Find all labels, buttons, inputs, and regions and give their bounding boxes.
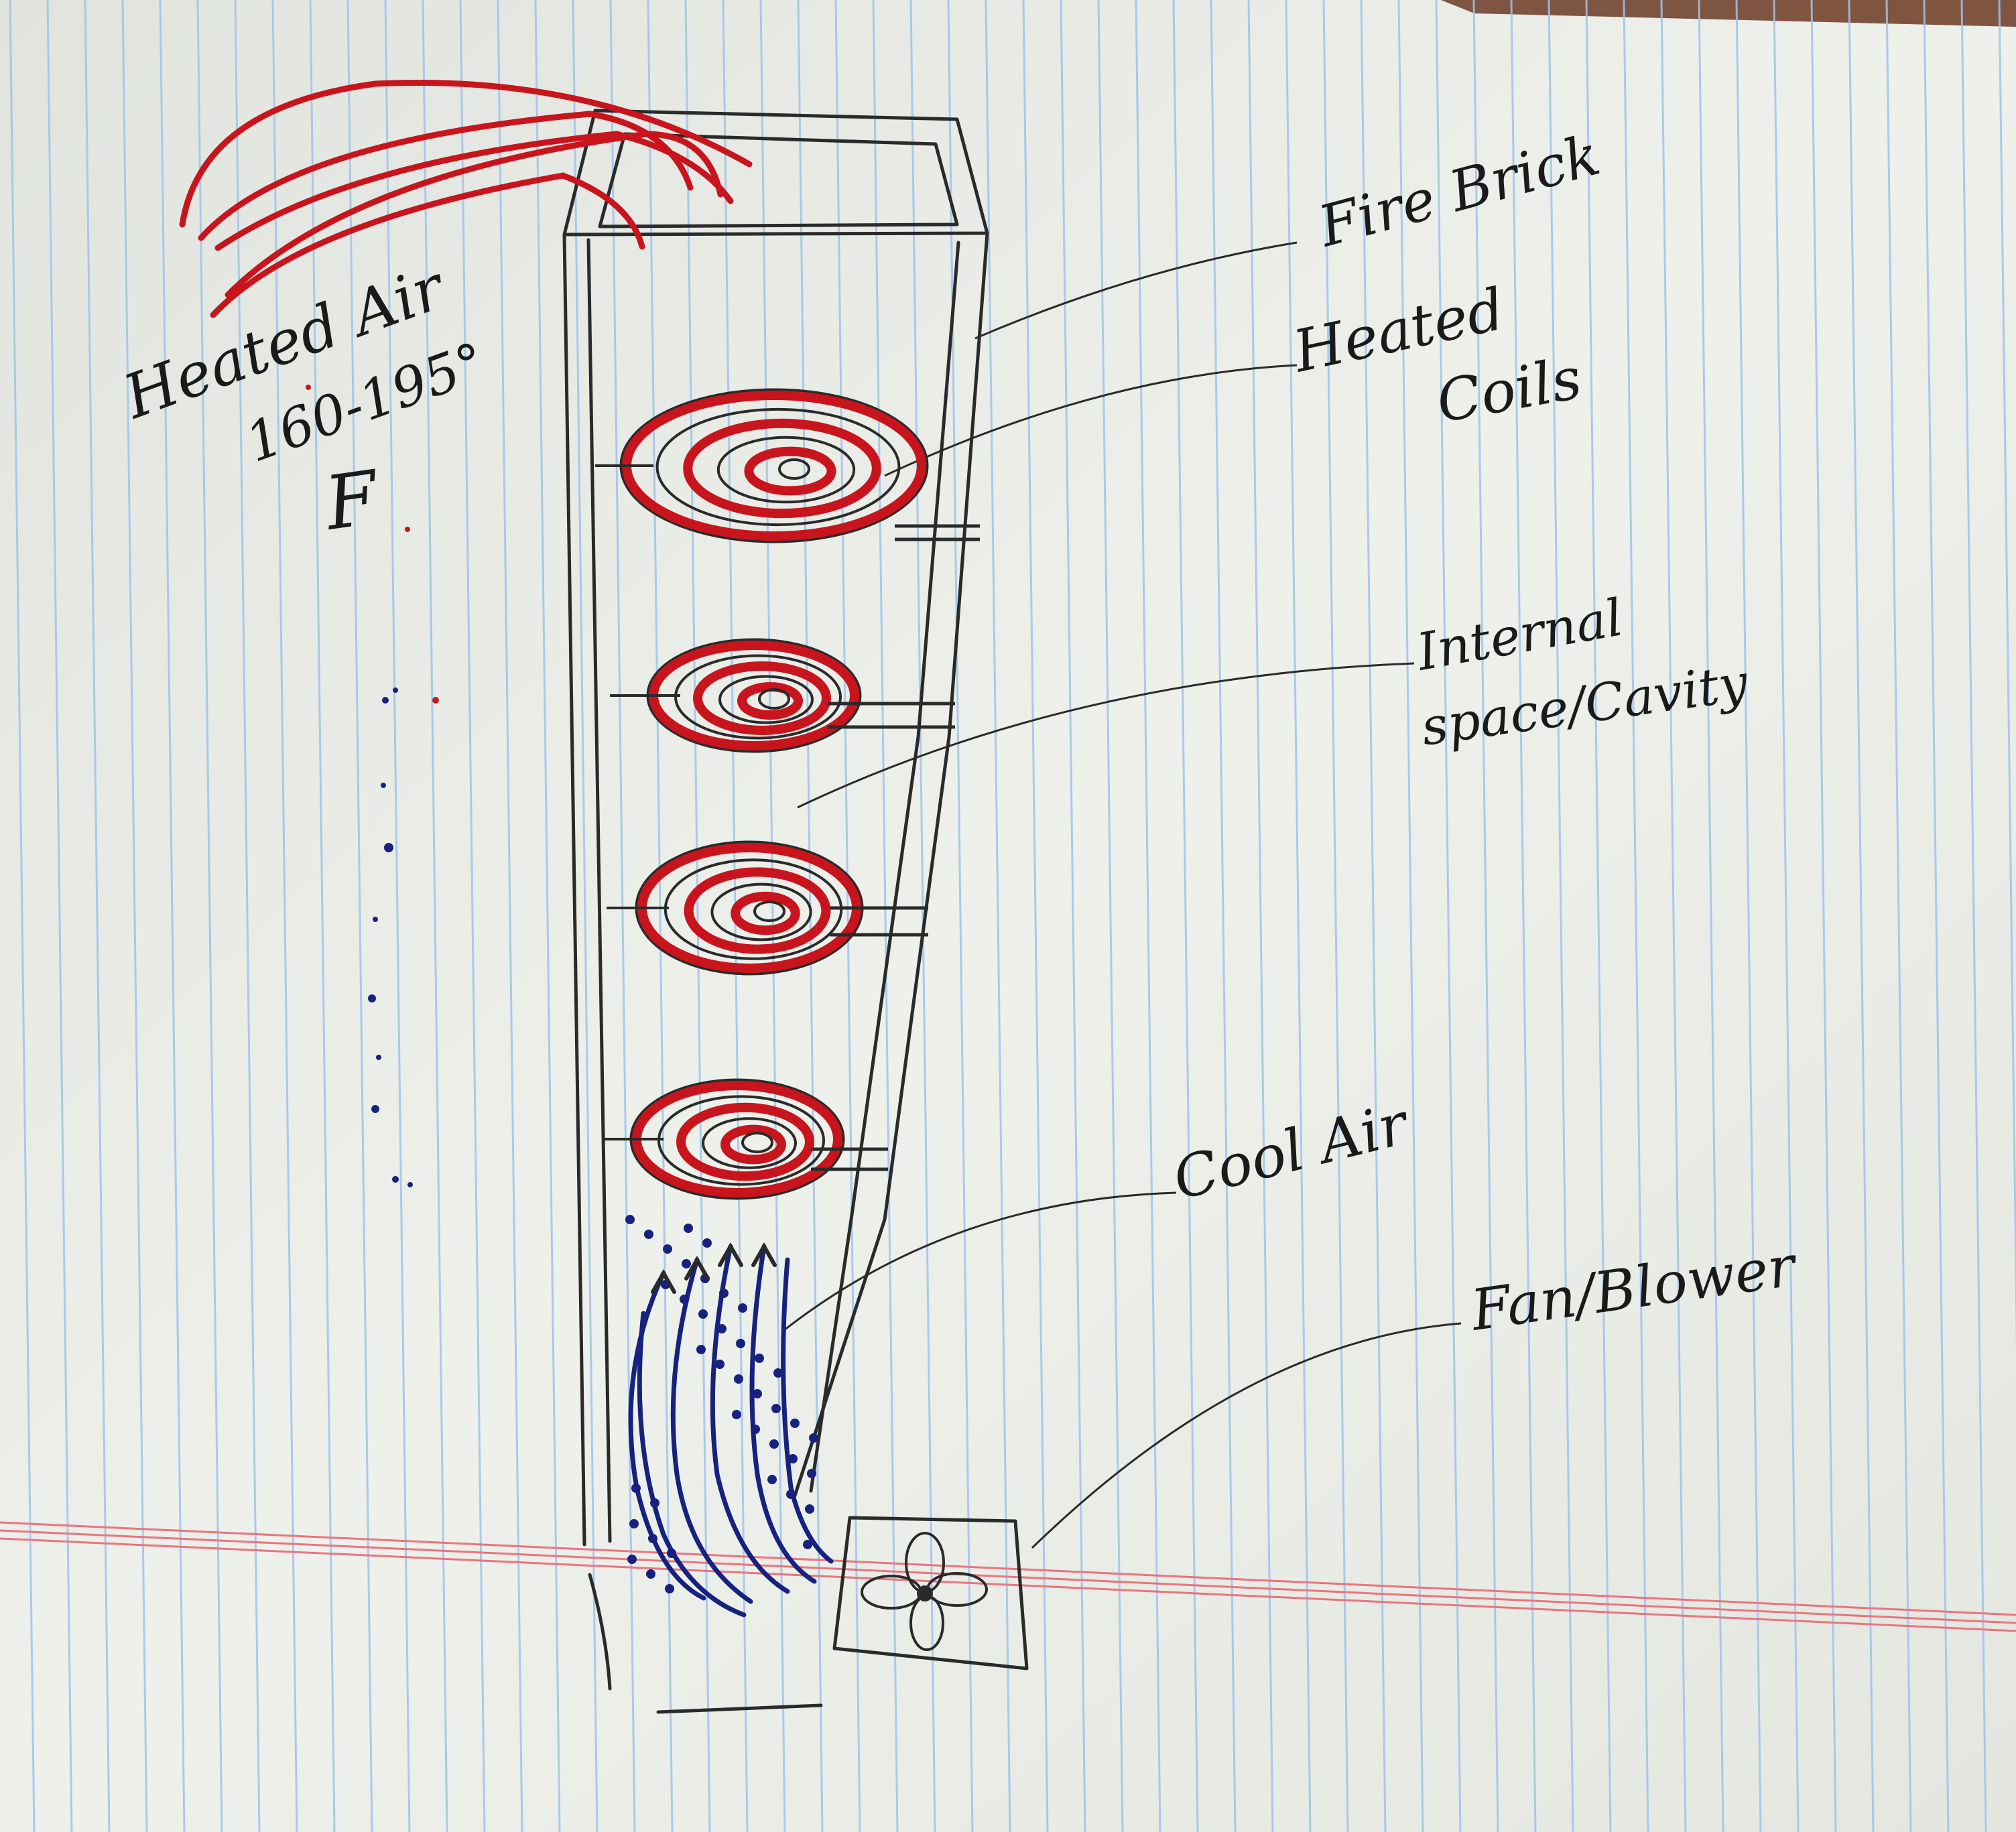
cool-air-dot [629,1519,639,1528]
cool-air-dot [680,1295,689,1304]
cool-air-dot [667,1549,676,1558]
cool-air-dot [650,1498,659,1508]
cool-air-dot [769,1439,779,1449]
cool-air-dot [625,1215,635,1224]
cool-air-dot [773,1368,783,1378]
cool-air-dot [786,1490,796,1499]
cool-air-dot [644,1230,653,1239]
cool-air-dot [767,1475,777,1484]
cool-air-dot [682,1259,691,1268]
cool-air-dot [805,1504,814,1514]
cool-air-dot [702,1238,712,1248]
cool-air-dot [631,1484,641,1493]
cool-air-dot [719,1289,729,1298]
cool-air-dot [648,1534,657,1543]
cool-air-dot [732,1410,741,1419]
cool-air-dot [809,1433,818,1443]
cool-air-dot [736,1339,745,1348]
cool-air-dot [646,1569,655,1579]
cool-air-dot [696,1345,706,1354]
cool-air-dot [803,1540,812,1549]
cool-air-dot [684,1224,693,1233]
cool-air-dot [807,1469,816,1478]
cool-air-dot [627,1555,637,1564]
cool-air-dot [788,1454,798,1463]
cool-air-dot [751,1425,760,1434]
cool-air-dot [738,1303,747,1313]
cool-air-dot [753,1389,762,1398]
cool-air-dot [771,1404,781,1413]
cool-air-dot [790,1419,800,1428]
cool-air-dot [698,1309,708,1319]
cool-air-dot [665,1584,674,1593]
cool-air-dot [755,1354,764,1363]
cool-air-dot [717,1324,727,1333]
cool-air-dot [715,1360,724,1369]
cool-air-dot [734,1374,743,1384]
cool-air-dot [663,1244,672,1254]
